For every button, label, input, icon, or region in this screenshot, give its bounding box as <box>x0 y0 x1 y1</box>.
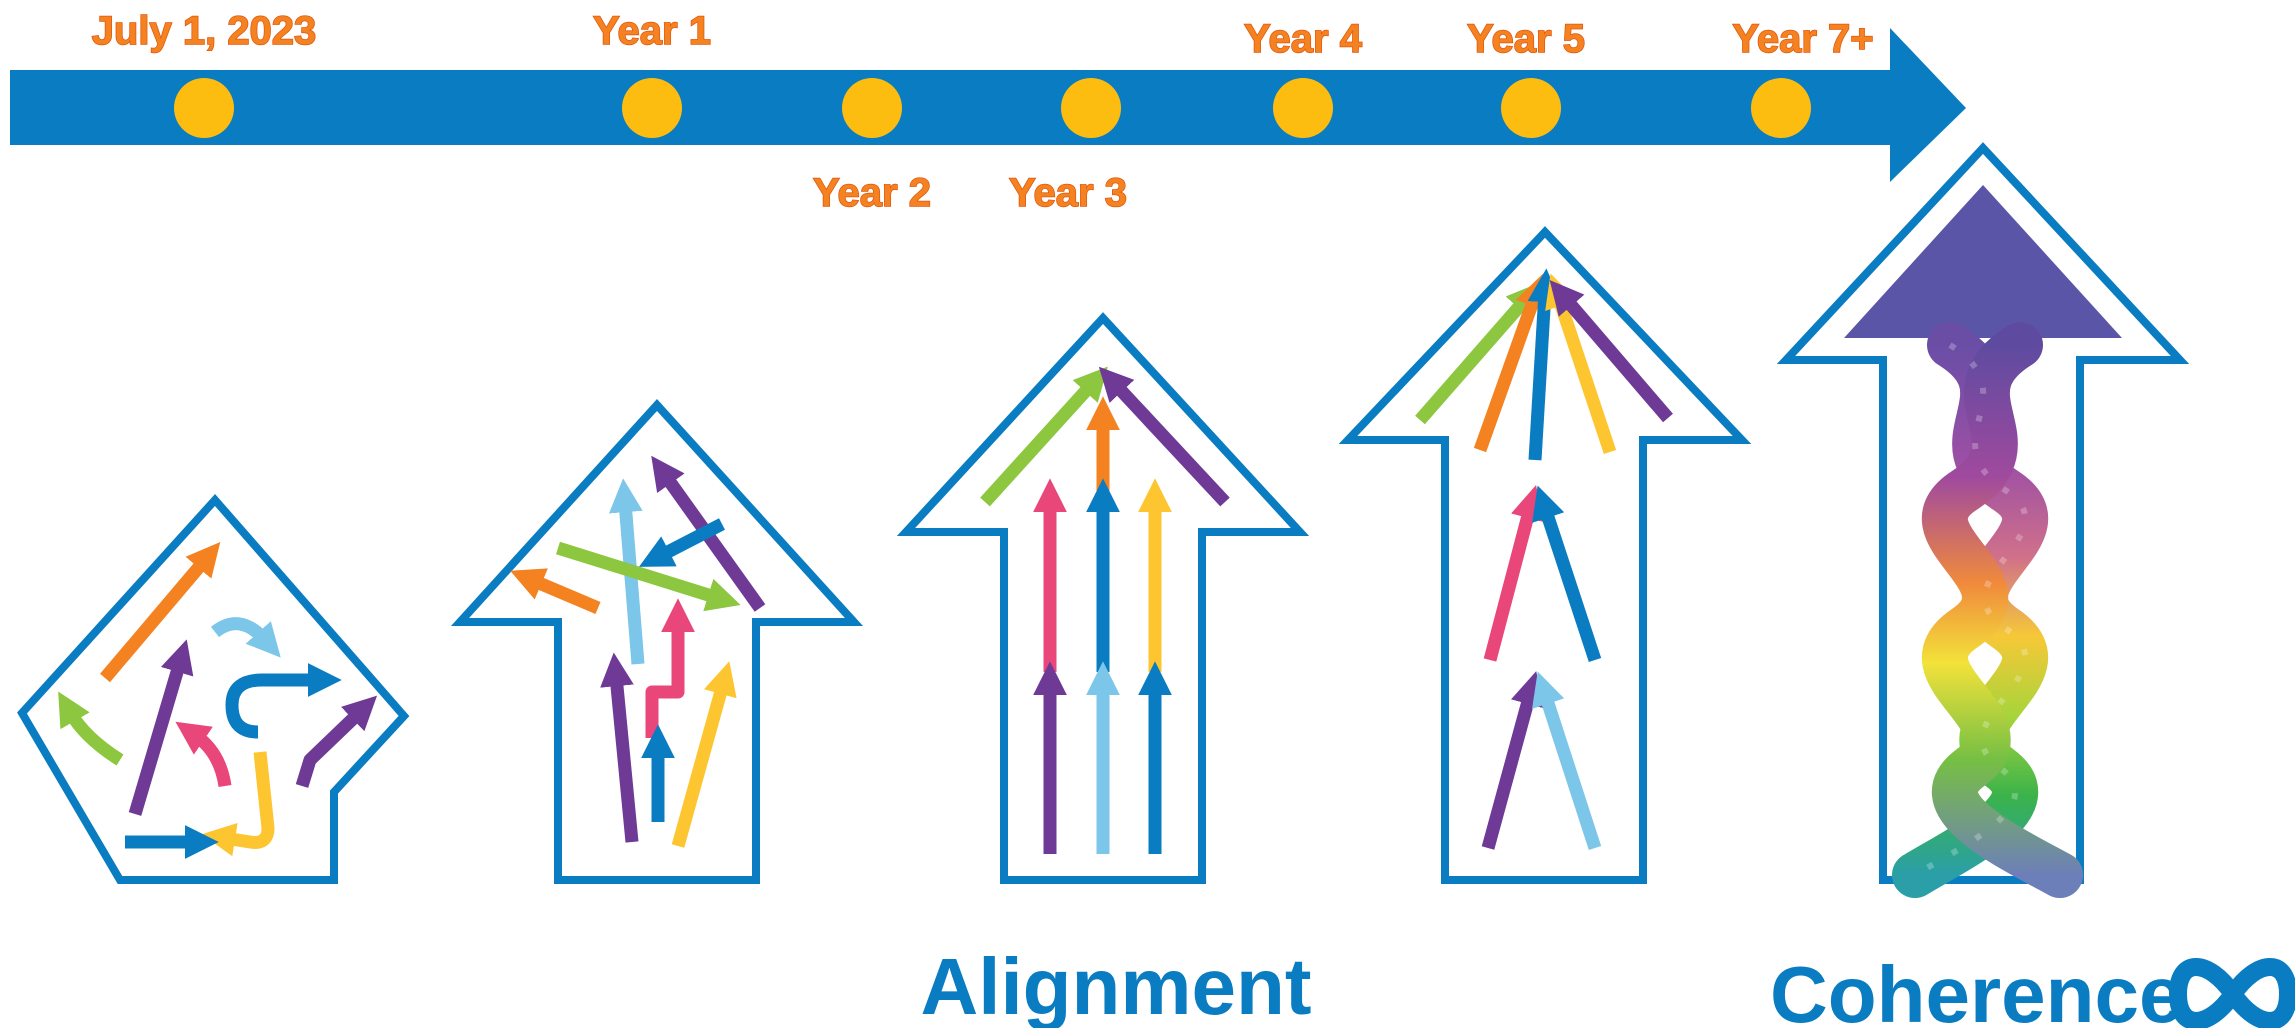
triangle-head <box>1844 185 2122 338</box>
milestone-label-year-5: Year 5 <box>1467 17 1585 61</box>
caption-alignment: Alignment <box>920 942 1311 1028</box>
arrow-curved-green <box>58 691 124 766</box>
milestone-dot-year-4 <box>1273 78 1333 138</box>
timeline-arrow <box>10 28 1966 182</box>
timeline: July 1, 2023 Year 1 Year 2 Year 3 Year 4… <box>10 8 1966 216</box>
arrow-curved-lightblue <box>210 617 281 658</box>
arrow-purple-low <box>1481 671 1544 850</box>
stage-1-pentagon <box>17 493 410 884</box>
arrow-purple <box>1549 280 1673 423</box>
stage-4-arrow <box>1338 226 1752 884</box>
arrow-blue <box>1527 268 1562 461</box>
milestone-label-year-1: Year 1 <box>593 9 711 53</box>
arrow-orange <box>100 541 221 683</box>
stage-2-outline <box>450 399 864 884</box>
arrow-blue-mid <box>1532 485 1602 663</box>
arrow-purple-diagonal <box>651 455 766 612</box>
milestone-dot-july-2023 <box>174 78 234 138</box>
arrow-u-turn-blue <box>225 663 342 739</box>
milestone-label-july-2023: July 1, 2023 <box>92 9 317 53</box>
arrow-purple <box>1098 366 1230 507</box>
arrow-green <box>980 366 1108 507</box>
arrow-purple-vertical <box>600 652 639 843</box>
arrow-purple <box>128 639 194 816</box>
arrow-bent-purple <box>295 695 378 788</box>
arrow-yellow <box>1545 273 1617 455</box>
infinity-icon <box>2168 958 2295 1028</box>
stage-5-arrow <box>1776 142 2190 898</box>
arrow-orange <box>1473 273 1548 453</box>
milestone-label-year-4: Year 4 <box>1244 17 1363 61</box>
arrow-curved-pink <box>175 721 232 788</box>
milestone-dot-year-1 <box>622 78 682 138</box>
arrow-pink <box>1483 485 1544 662</box>
milestone-dot-year-2 <box>842 78 902 138</box>
arrow-bent-yellow <box>201 751 275 857</box>
stage-2-arrow <box>450 399 864 884</box>
arrow-blue-diagonal <box>638 518 725 567</box>
arrow-zigzag-pink <box>645 598 695 738</box>
milestone-label-year-3: Year 3 <box>1009 171 1127 215</box>
arrow-yellow <box>671 661 737 848</box>
arrow-lightblue-low <box>1532 671 1602 851</box>
arrow-green <box>556 541 741 612</box>
stage-1-outline <box>17 493 410 884</box>
arrow-orange <box>510 568 601 614</box>
milestone-label-year-2: Year 2 <box>813 171 931 215</box>
stage-3-arrow <box>896 312 1310 884</box>
arrow-lightblue <box>608 478 645 665</box>
milestone-dot-year-5 <box>1501 78 1561 138</box>
milestone-label-year-7: Year 7+ <box>1732 17 1873 61</box>
caption-coherence: Coherence <box>1770 950 2183 1028</box>
milestone-dot-year-7 <box>1751 78 1811 138</box>
milestone-dot-year-3 <box>1061 78 1121 138</box>
arrow-green <box>1415 282 1541 425</box>
milestone-dots <box>174 78 1811 138</box>
braided-rope <box>1892 322 2083 898</box>
